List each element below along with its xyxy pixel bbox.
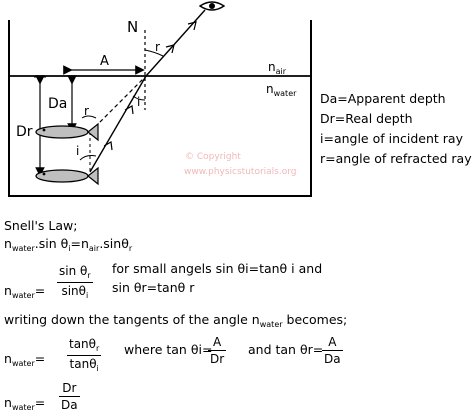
angle-r-arc [144,49,164,57]
n-water-base: n [266,82,274,96]
eq2-n-sub: water [11,359,35,368]
eq2-num-text: tanθ [69,337,97,351]
n-air-base: n [268,60,276,74]
eq1-den-sub: i [85,291,89,300]
snell-n1-sub: water [11,244,35,253]
where-label: where tan θi= [124,342,213,357]
eq1-n: n [4,283,12,298]
eq2-equals: = [34,351,46,366]
label-r-air: r [155,40,160,54]
eq2-denominator: tanθi [67,356,101,373]
eq3-n: n [4,395,12,410]
angle-i-water-arc [79,155,97,161]
eye-icon [198,1,226,11]
label-n-water: nwater [266,82,296,98]
legend-item-r: r=angle of refracted ray [320,151,472,166]
snell-p1: .sin θ [34,236,69,251]
water-container [8,20,312,197]
tangent-line-sub: water [259,320,283,329]
snell-p3-sub: r [128,244,133,253]
snell-title: Snell's Law; [4,218,78,233]
snell-p2: =n [70,236,89,251]
legend-item-da: Da=Apparent depth [320,91,446,106]
eq3-n-sub: water [11,403,35,412]
eq2-den-sub: i [96,364,99,373]
eq1-denominator: sinθi [57,283,93,300]
small-angles-line-2: sin θr=tanθ r [112,280,195,295]
refraction-diagram [8,1,312,197]
eq2-n: n [4,351,12,366]
legend-item-i: i=angle of incident ray [320,131,463,146]
tangent-line: writing down the tangents of the angle n… [4,312,348,329]
incident-ray [89,75,147,173]
label-Da: Da [48,96,68,112]
legend-item-dr: Dr=Real depth [320,111,413,126]
eq1-n-sub: water [11,291,35,300]
eq1-den-text: sinθ [61,284,86,298]
snell-n1: n [4,236,12,251]
eq1-equals: = [34,283,46,298]
eq3-equals: = [34,395,46,410]
watermark-copyright: © Copyright [185,152,241,162]
n-air-sub: air [275,67,287,76]
angle-i-arc [132,95,146,101]
where-fraction: A Dr [208,336,227,366]
label-i-water: i [76,144,80,158]
eq1-num-sub: r [87,271,91,280]
tangent-line-end: becomes; [282,312,348,327]
eq2-fraction: tanθr tanθi [67,337,102,373]
and-label: and tan θr= [248,342,324,357]
snell-n2-sub: air [88,244,100,253]
where-numerator: A [208,336,227,351]
ray-arrow-water-2 [124,105,134,115]
watermark-url: www.physicstutorials.org [184,167,297,177]
eq2-lhs: nwater= [4,351,46,368]
eq2-num-sub: r [96,344,100,353]
small-angles-line-1: for small angels sin θi=tanθ i and [112,261,323,276]
label-A: A [100,54,109,69]
eq2-numerator: tanθr [67,337,102,356]
angle-r-water-arc [81,115,97,119]
n-water-sub: water [273,89,297,98]
label-Dr: Dr [16,124,33,140]
snell-equation: nwater.sin θi=nair.sinθr [4,236,133,253]
where-denominator: Dr [210,352,225,366]
label-i-air: i [137,95,141,109]
eq3-fraction: Dr Da [59,382,80,411]
and-denominator: Da [324,352,341,366]
eq1-lhs: nwater= [4,283,46,300]
tangent-line-text: writing down the tangents of the angle n [4,312,260,327]
and-numerator: A [322,336,343,351]
ray-arrow-air-1 [165,44,175,54]
legend: Da=Apparent depth Dr=Real depth i=angle … [320,89,472,169]
real-fish [35,166,99,186]
eq1-numerator: sin θr [57,265,93,283]
snell-p3: .sinθ [99,236,129,251]
label-normal: N [127,18,139,36]
apparent-fish [35,122,99,142]
ray-arrow-air-2 [187,21,197,31]
eq1-fraction: sin θr sinθi [57,265,93,300]
eq1-num-text: sin θ [59,264,88,278]
apparent-ray [89,75,147,133]
eq2-den-text: tanθ [69,357,97,371]
and-fraction: A Da [322,336,343,365]
eq3-lhs: nwater= [4,395,46,412]
snell-p1-sub: i [68,244,71,253]
eq3-denominator: Da [61,398,78,412]
eq3-numerator: Dr [59,382,80,397]
label-r-water: r [84,104,89,118]
refracted-ray [145,9,206,77]
ray-arrow-water-1 [103,141,113,151]
label-n-air: nair [268,60,286,76]
